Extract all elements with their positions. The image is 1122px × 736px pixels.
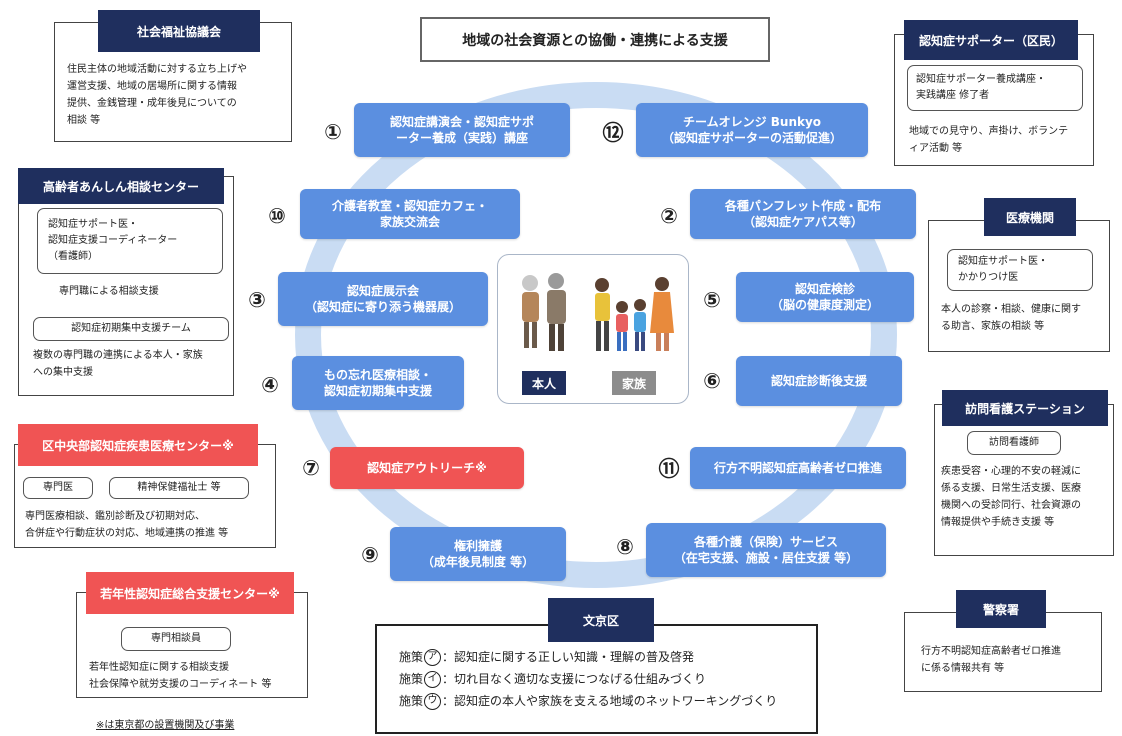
activity-number-6: ⑥ [703, 369, 721, 393]
activity-number-11: ⑪ [658, 457, 680, 481]
activity-line: （認知症ケアパス等） [743, 215, 863, 229]
bunkyo-policy-box: 施策ア：認知症に関する正しい知識・理解の普及啓発 施策イ：切れ目なく適切な支援に… [375, 624, 818, 734]
activity-caregiver-class[interactable]: 介護者教室・認知症カフェ・ 家族交流会 [300, 189, 520, 239]
org-medical-institutions: 認知症サポート医・ かかりつけ医 本人の診察・相談、健康に関す る助言、家族の相… [928, 220, 1110, 352]
activity-care-services[interactable]: 各種介護（保険）サービス （在宅支援、施設・居住支援 等） [646, 523, 886, 577]
activity-dementia-lectures[interactable]: 認知症講演会・認知症サポ ーター養成（実践）講座 [354, 103, 570, 157]
activity-line: 介護者教室・認知症カフェ・ [331, 199, 488, 213]
org-staff-pill: 認知症サポート医・ 認知症支援コーディネーター （看護師） [37, 208, 223, 274]
bunkyo-header: 文京区 [548, 598, 654, 642]
activity-line: 認知症検診 [794, 282, 855, 296]
org-header: 訪問看護ステーション [942, 390, 1108, 426]
family-icon [595, 277, 674, 351]
activity-line: チームオレンジ Bunkyo [682, 115, 822, 129]
activity-advocacy[interactable]: 権利擁護 （成年後見制度 等） [390, 527, 566, 581]
activity-line: （認知症サポーターの活動促進） [661, 131, 842, 145]
activity-line: （脳の健康度測定） [770, 298, 879, 312]
activity-line: 権利擁護 [453, 539, 502, 553]
org-staff-pill: 精神保健福祉士 等 [109, 477, 249, 499]
activity-line: ーター養成（実践）講座 [395, 131, 528, 145]
activity-pamphlets[interactable]: 各種パンフレット作成・配布 （認知症ケアパス等） [690, 189, 916, 239]
activity-number-10: ⑩ [268, 204, 286, 228]
policy-line: 施策ア：認知症に関する正しい知識・理解の普及啓発 [399, 648, 695, 666]
activity-number-8: ⑧ [616, 535, 634, 559]
org-description: 複数の専門職の連携による本人・家族 への集中支援 [33, 350, 203, 378]
org-header: 社会福祉協議会 [98, 10, 260, 52]
activity-line: 各種介護（保険）サービス [693, 535, 838, 549]
activity-number-2: ② [660, 204, 678, 228]
policy-mark: ア [424, 648, 442, 666]
activity-line: 各種パンフレット作成・配布 [724, 199, 882, 213]
org-elderly-support-center: 認知症サポート医・ 認知症支援コーディネーター （看護師） 専門職による相談支援… [18, 176, 234, 396]
activity-number-7: ⑦ [302, 456, 320, 480]
org-description: 疾患受容・心理的不安の軽減に 係る支援、日常生活支援、医療 機関への受診同行、社… [941, 466, 1081, 528]
org-header: 警察署 [956, 590, 1046, 628]
policy-mark: ウ [424, 692, 442, 710]
org-staff-pill: 認知症サポート医・ かかりつけ医 [947, 249, 1093, 291]
activity-number-1: ① [324, 120, 342, 144]
activity-number-4: ④ [261, 373, 279, 397]
activity-missing-zero[interactable]: 行方不明認知症高齢者ゼロ推進 [690, 447, 906, 489]
activity-team-orange[interactable]: チームオレンジ Bunkyo （認知症サポーターの活動促進） [636, 103, 868, 157]
org-description: 専門医療相談、鑑別診断及び初期対応、 合併症や行動症状の対応、地域連携の推進 等 [25, 511, 229, 539]
activity-number-5: ⑤ [703, 288, 721, 312]
policy-line: 施策ウ：認知症の本人や家族を支える地域のネットワーキングづくり [399, 692, 778, 710]
activity-line: 認知症講演会・認知症サポ [389, 115, 534, 129]
family-tag: 家族 [612, 371, 656, 395]
activity-line: （成年後見制度 等） [421, 555, 535, 569]
org-home-nursing-station: 訪問看護師 疾患受容・心理的不安の軽減に 係る支援、日常生活支援、医療 機関への… [934, 404, 1114, 556]
activity-line: 認知症初期集中支援 [323, 384, 432, 398]
activity-post-diagnosis[interactable]: 認知症診断後支援 [736, 356, 902, 406]
diagram-title: 地域の社会資源との協働・連携による支援 [420, 17, 770, 62]
center-person-family-box: 本人 家族 [497, 254, 689, 404]
org-staff-pill: 専門相談員 [121, 627, 231, 651]
org-description: 専門職による相談支援 [59, 286, 159, 297]
activity-exhibition[interactable]: 認知症展示会 （認知症に寄り添う機器展） [278, 272, 488, 326]
activity-outreach[interactable]: 認知症アウトリーチ※ [330, 447, 524, 489]
activity-screening[interactable]: 認知症検診 （脳の健康度測定） [736, 272, 914, 322]
activity-memory-consultation[interactable]: もの忘れ医療相談・ 認知症初期集中支援 [292, 356, 464, 410]
person-tag: 本人 [522, 371, 566, 395]
org-description: 若年性認知症に関する相談支援 社会保障や就労支援のコーディネート 等 [89, 662, 272, 690]
policy-line: 施策イ：切れ目なく適切な支援につなげる仕組みづくり [399, 670, 707, 688]
policy-list: 施策ア：認知症に関する正しい知識・理解の普及啓発 施策イ：切れ目なく適切な支援に… [399, 646, 819, 712]
org-team-pill: 認知症初期集中支援チーム [33, 317, 229, 341]
activity-line: （在宅支援、施設・居住支援 等） [673, 551, 859, 565]
org-header: 認知症サポーター（区民） [904, 20, 1078, 60]
activity-line: 行方不明認知症高齢者ゼロ推進 [713, 461, 882, 475]
org-staff-pill: 専門医 [23, 477, 93, 499]
activity-line: もの忘れ医療相談・ [323, 368, 432, 382]
org-staff-pill: 認知症サポーター養成講座・ 実践講座 修了者 [907, 65, 1083, 111]
activity-number-3: ③ [248, 288, 266, 312]
activity-line: 認知症展示会 [346, 284, 419, 298]
org-description: 住民主体の地域活動に対する立ち上げや 運営支援、地域の居場所に関する情報 提供、… [67, 64, 247, 126]
activity-number-12: ⑫ [602, 121, 624, 145]
policy-mark: イ [424, 670, 442, 688]
activity-line: （認知症に寄り添う機器展） [304, 300, 461, 314]
org-staff-pill: 訪問看護師 [967, 431, 1061, 455]
org-description: 地域での見守り、声掛け、ボランテ ィア活動 等 [909, 126, 1069, 154]
activity-line: 認知症診断後支援 [770, 374, 867, 388]
org-description: 本人の診察・相談、健康に関す る助言、家族の相談 等 [941, 304, 1081, 332]
org-header: 医療機関 [984, 198, 1076, 236]
elderly-couple-icon [522, 273, 566, 351]
org-header: 区中央部認知症疾患医療センター※ [18, 424, 258, 466]
activity-number-9: ⑨ [361, 543, 379, 567]
activity-line: 家族交流会 [379, 215, 440, 229]
org-header: 高齢者あんしん相談センター [18, 168, 224, 204]
footnote: ※は東京都の設置機関及び事業 [96, 720, 235, 731]
org-header: 若年性認知症総合支援センター※ [86, 572, 294, 614]
org-description: 行方不明認知症高齢者ゼロ推進 に係る情報共有 等 [921, 646, 1061, 674]
activity-line: 認知症アウトリーチ※ [367, 461, 487, 475]
